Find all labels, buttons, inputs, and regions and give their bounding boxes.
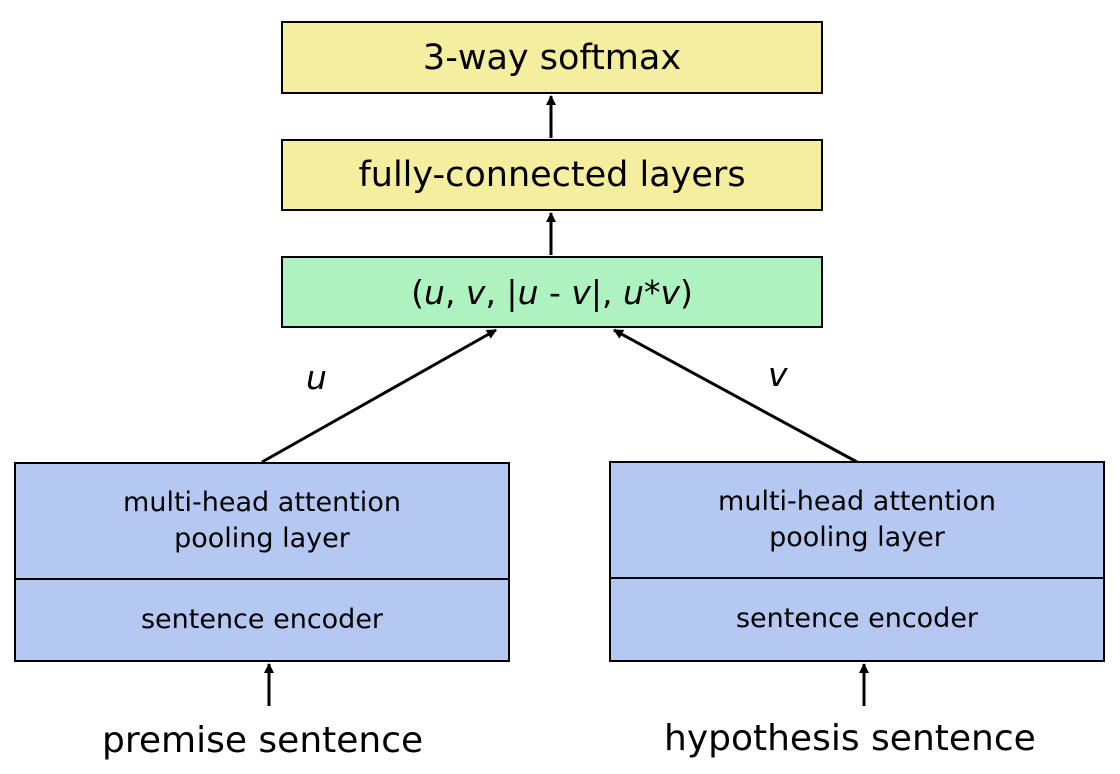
left-encoder-label: sentence encoder	[140, 603, 384, 635]
var-v: v	[660, 272, 680, 312]
right-pooling-line2: pooling layer	[769, 522, 945, 553]
right-pooling-line1: multi-head attention	[718, 485, 996, 517]
left-sentence-encoder-box: sentence encoder	[14, 578, 510, 662]
right-pooling-layer-box: multi-head attention pooling layer	[609, 461, 1105, 579]
product-symbol: *	[643, 272, 661, 312]
arrow-left-to-concat	[261, 328, 497, 464]
var-u: u	[517, 272, 539, 312]
edge-label-v: v	[768, 355, 788, 394]
premise-sentence-label: premise sentence	[102, 720, 424, 761]
softmax-label: 3-way softmax	[422, 37, 682, 78]
left-pooling-layer-box: multi-head attention pooling layer	[14, 462, 510, 580]
hypothesis-sentence-label: hypothesis sentence	[664, 718, 1036, 759]
abs-open: , |	[485, 272, 518, 312]
right-sentence-encoder-box: sentence encoder	[609, 577, 1105, 662]
feature-combination-label: (u, v, |u - v|, u*v)	[411, 273, 693, 312]
paren-close: )	[679, 272, 693, 312]
var-u: u	[424, 272, 445, 312]
var-u: u	[623, 272, 644, 312]
left-pooling-line1: multi-head attention	[123, 486, 401, 518]
left-pooling-line2: pooling layer	[174, 523, 350, 554]
edge-label-u: u	[306, 358, 327, 397]
var-v: v	[465, 272, 486, 312]
comma: ,	[444, 272, 466, 312]
feature-combination-box: (u, v, |u - v|, u*v)	[281, 256, 823, 328]
paren-open: (	[411, 272, 425, 312]
abs-close: |,	[590, 272, 624, 312]
softmax-box: 3-way softmax	[281, 21, 823, 94]
right-encoder-label: sentence encoder	[735, 603, 979, 635]
var-v: v	[571, 272, 591, 312]
minus: -	[538, 272, 572, 312]
arrow-right-to-concat	[613, 328, 858, 464]
fully-connected-box: fully-connected layers	[281, 139, 823, 211]
fully-connected-label: fully-connected layers	[358, 155, 746, 195]
